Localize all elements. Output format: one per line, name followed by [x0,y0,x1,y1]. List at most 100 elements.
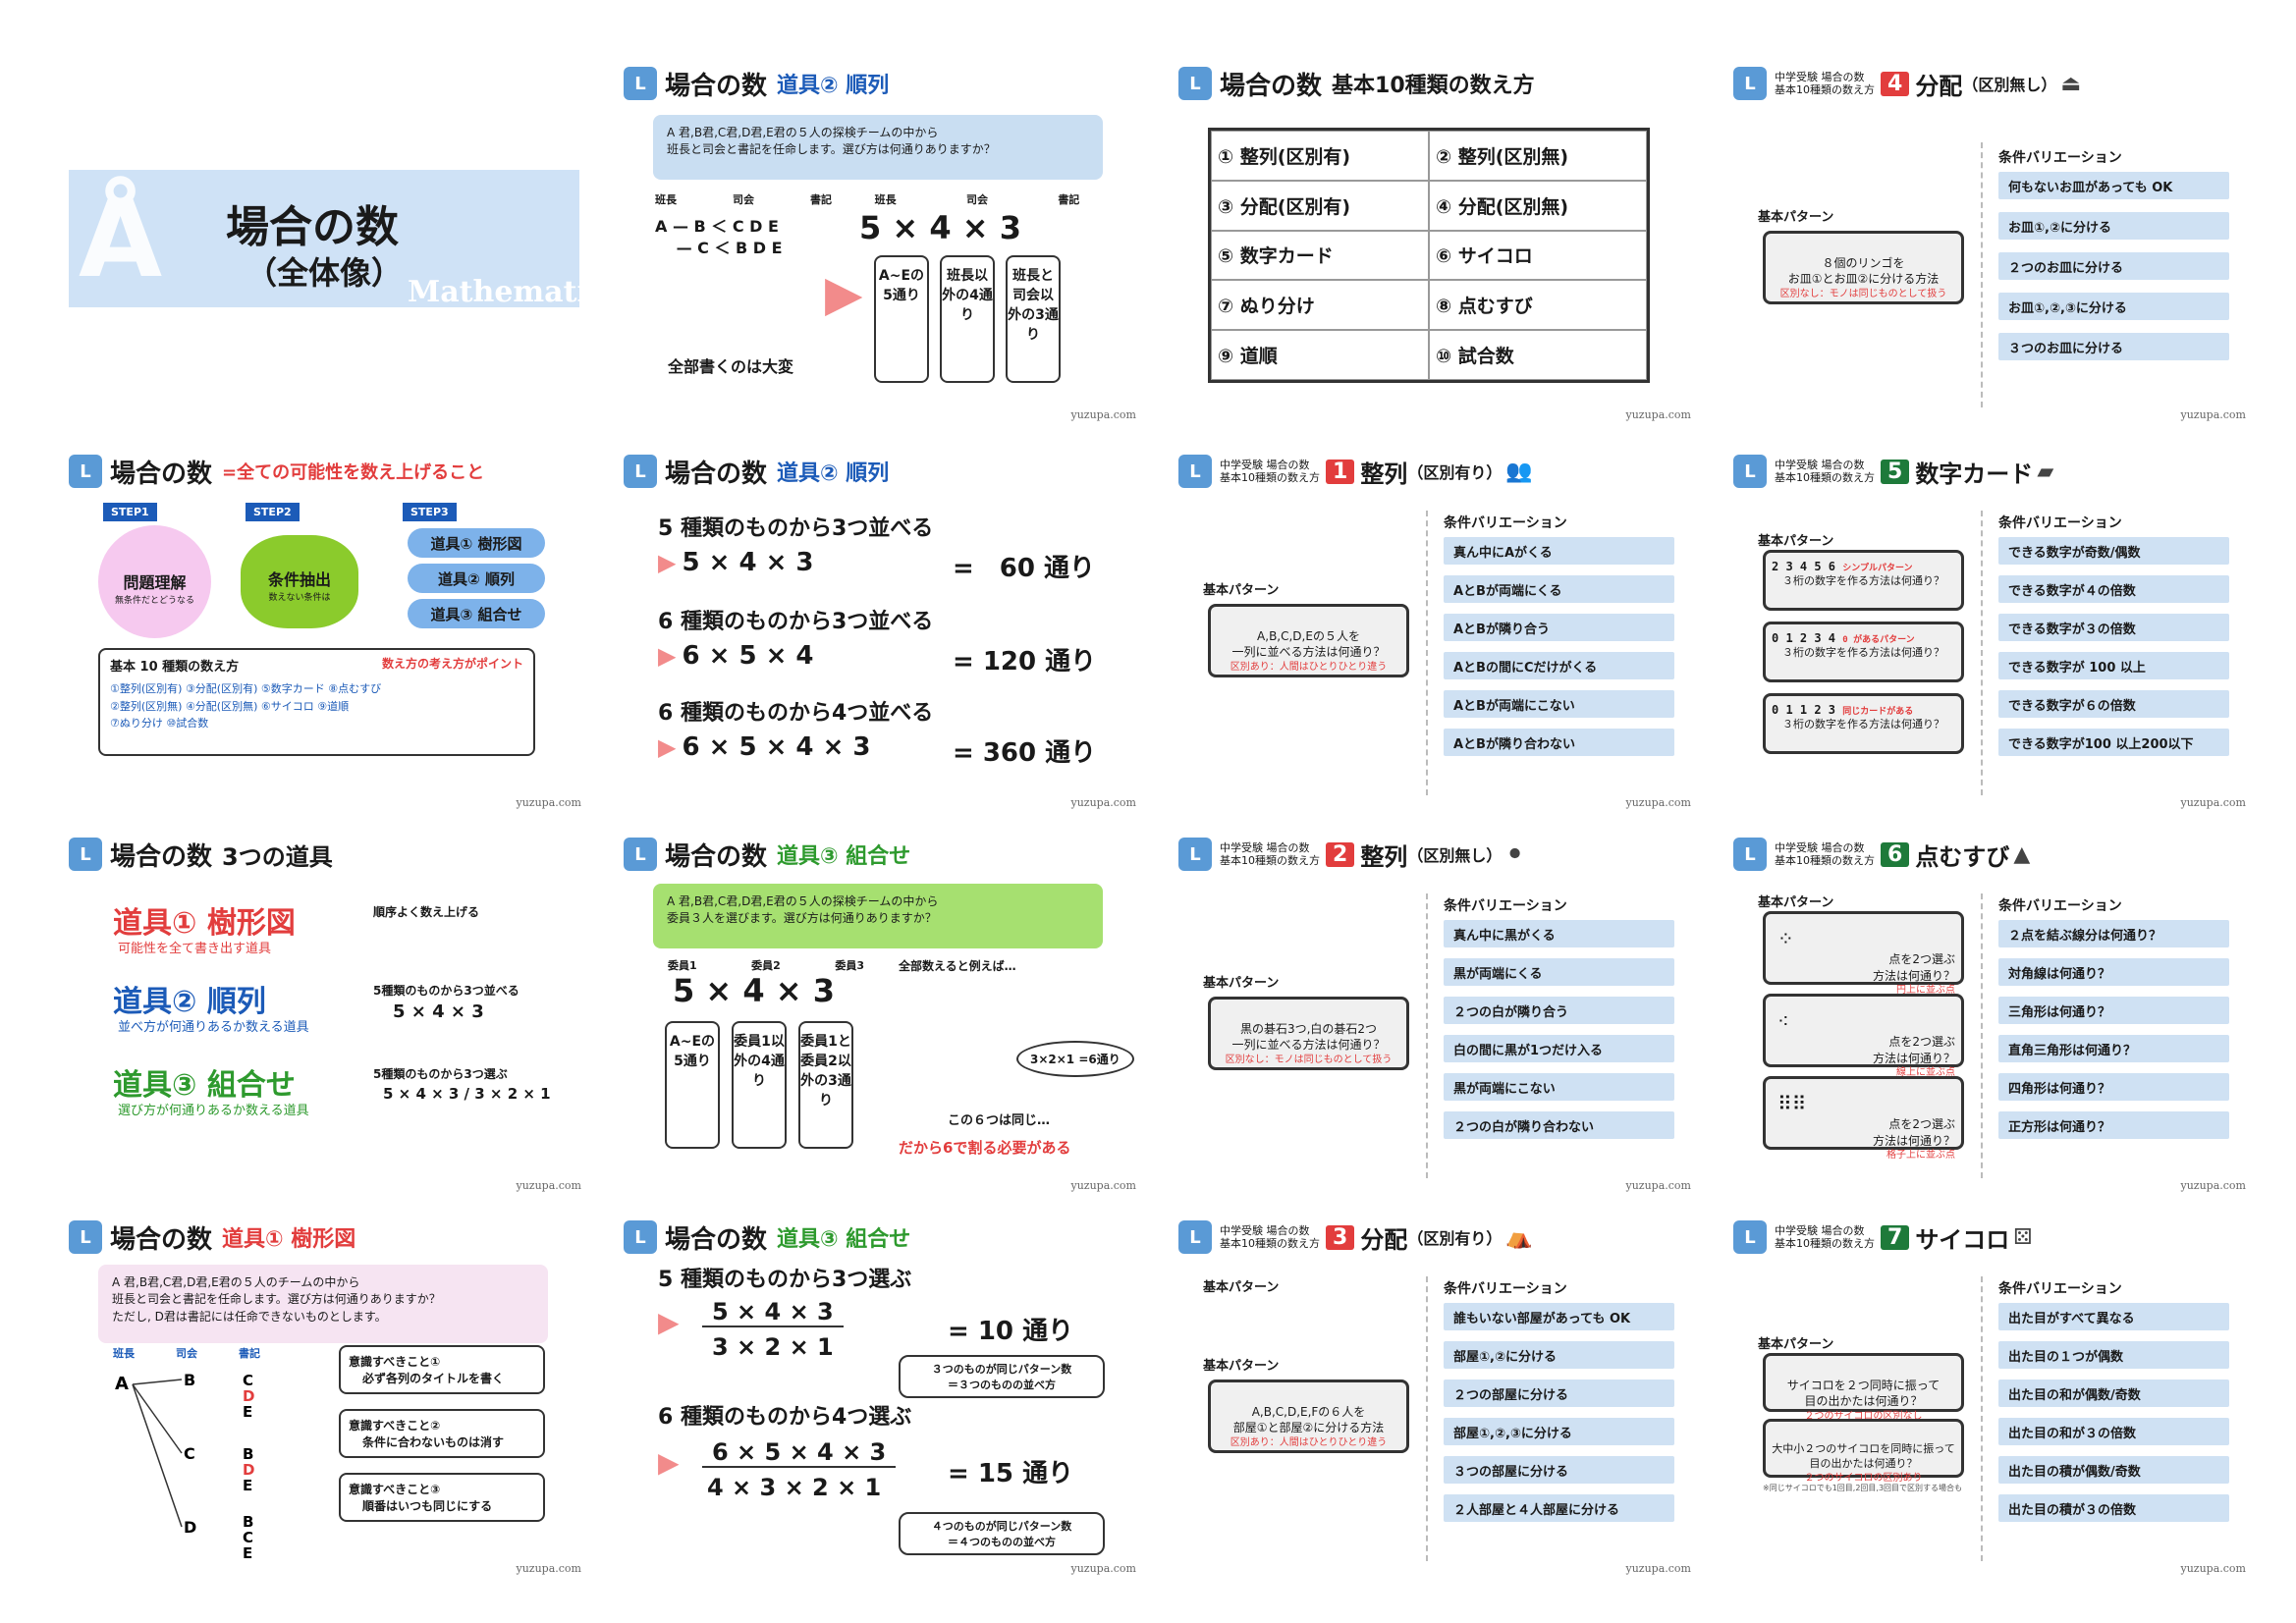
svg-text:E: E [243,1477,252,1494]
dice-icon: ⚄ [2013,1224,2033,1250]
svg-text:C: C [243,1529,253,1546]
type-topic: 分配 [1360,1225,1408,1254]
variation-item: AとBの間にCだけがくる [1444,652,1674,679]
slide-type-6: L 中学受験 場合の数 基本10種類の数え方 6 点むすび ▲ 基本パターン ⁘… [1723,825,2254,1198]
slide-title: 場合の数 [1220,71,1323,101]
slide-three-tools: L 場合の数 3つの道具 道具① 樹形図 可能性を全て書き出す道具 順序よく数え… [59,825,589,1198]
svg-text:C: C [243,1372,253,1389]
type-bracket: （区別有り） [1407,1229,1503,1248]
slide-header: L 場合の数 道具② 順列 [624,64,889,103]
comb-question: 6 種類のものから4つ選ぶ [658,1405,912,1430]
logo-icon: L [69,455,102,488]
slide-header: L 中学受験 場合の数 基本10種類の数え方 1 整列 （区別有り） 👥 [1178,452,1533,491]
tool-3-example: 5種類のものから3つ選ぶ [373,1067,508,1081]
divider [1981,893,1985,1178]
type-number-badge: 1 [1326,459,1355,484]
card-icon: ▰ [2037,459,2054,484]
grid-dots-icon: ⠿⠿ [1777,1092,1807,1115]
slide-tree-diagram: L 場合の数 道具① 樹形図 A 君,B君,C君,D君,E君の５人のチームの中か… [59,1208,589,1581]
type-cell: ② 整列(区別無) [1429,131,1647,181]
slide-title: 場合の数 [665,841,768,872]
slide-overview: L 場合の数 =全ての可能性を数え上げること STEP1 STEP2 STEP3… [59,442,589,815]
credit: yuzupa.com [1070,408,1137,421]
variation-item: 部屋①,②,③に分ける [1444,1418,1674,1445]
variation-item: 真ん中にAがくる [1444,537,1674,565]
slide-subtitle: 道具② 順列 [777,461,890,486]
step-label: STEP3 [403,503,457,521]
logo-icon: L [69,838,102,871]
variation-item: ２つの部屋に分ける [1444,1380,1674,1407]
conclusion: だから6で割る必要がある [899,1139,1071,1157]
comb-answer: = 10 通り [948,1317,1074,1346]
step-label: STEP2 [246,503,300,521]
slide-type-7: L 中学受験 場合の数 基本10種類の数え方 7 サイコロ ⚄ 基本パターン サ… [1723,1208,2254,1581]
speech-bubble: 3×2×1 =6通り [1016,1041,1134,1077]
slide-subtitle: 道具② 順列 [777,74,890,98]
type-topic: 点むすび [1915,842,2010,871]
slide-header: L 場合の数 道具① 樹形図 [69,1217,355,1257]
box-choice-1: A~Eの5通り [665,1021,720,1149]
type-topic: 整列 [1360,842,1408,871]
type-number-badge: 4 [1881,71,1910,96]
pattern-label: 基本パターン [1203,583,1280,598]
note-box: 意識すべきこと① 必ず各列のタイトルを書く [339,1345,545,1394]
slide-mini-title: 中学受験 場合の数 基本10種類の数え方 [1220,1223,1320,1250]
types-grid: ① 整列(区別有) ② 整列(区別無) ③ 分配(区別有) ④ 分配(区別無) … [1208,128,1650,383]
slide-header: L 場合の数 道具③ 組合せ [624,835,910,874]
logo-icon: L [1733,67,1767,100]
comb-numerator: 6 × 5 × 4 × 3 [702,1438,897,1468]
variation-item: 四角形は何通り？ [1998,1073,2229,1101]
tool-2-example: 5種類のものから3つ並べる [373,984,519,998]
circle-dots-icon: ⁘ [1777,927,1796,950]
credit: yuzupa.com [1070,1179,1137,1192]
variation-item: できる数字が３の倍数 [1998,614,2229,641]
tree-diagram: A — B ＜ C D E — C ＜ B D E [655,217,783,258]
slide-mini-title: 中学受験 場合の数 基本10種類の数え方 [1220,458,1320,484]
slide-combination-examples: L 場合の数 道具③ 組合せ 5 種類のものから3つ選ぶ ▶ 5 × 4 × 3… [614,1208,1144,1581]
slide-permutation-examples: L 場合の数 道具② 順列 5 種類のものから3つ並べる ▶5 × 4 × 3 … [614,442,1144,815]
variation-item: 対角線は何通り？ [1998,958,2229,986]
type-number-badge: 6 [1881,841,1910,867]
slide-title: 場合の数 [665,1224,768,1255]
box-choice-3: 委員1と委員2以外の3通り [798,1021,853,1149]
perm-question: 6 種類のものから4つ並べる [658,701,934,726]
slide-type-4: L 中学受験 場合の数 基本10種類の数え方 4 分配 （区別無し） ⏏ 基本パ… [1723,54,2254,427]
slide-subtitle: 道具① 樹形図 [222,1227,356,1252]
arrow-icon: ▶ [825,265,863,322]
pattern-label: 基本パターン [1758,210,1834,225]
variation-item: ２つの白が隣り合わない [1444,1111,1674,1139]
cover-watermark: Mathematics [408,275,579,309]
variation-item: 黒が両端にこない [1444,1073,1674,1101]
variation-item: できる数字が４の倍数 [1998,575,2229,603]
pattern-box: ８個のリンゴを お皿①とお皿②に分ける方法 区別なし：モノは同じものとして扱う [1763,231,1964,304]
arrow-icon: ▶ [658,1306,680,1338]
divider [1981,142,1985,407]
dot-pattern: ⁘ 点を2つ選ぶ 方法は何通り？ 円上に並ぶ点 [1763,911,1964,996]
tool-3-desc: 選び方が何通りあるか数える道具 [118,1104,309,1118]
variation-label: 条件バリエーション [1998,150,2122,166]
comb-denominator: 3 × 2 × 1 [712,1333,834,1361]
pattern-label: 基本パターン [1758,1337,1834,1352]
equation: 5 × 4 × 3 [859,209,1021,246]
variation-item: 部屋①,②に分ける [1444,1341,1674,1369]
variation-item: 誰もいない部屋があっても OK [1444,1303,1674,1330]
perm-answer: = 120 通り [953,647,1097,676]
perm-equation: ▶6 × 5 × 4 [658,641,814,671]
variation-item: 三角形は何通り？ [1998,997,2229,1024]
variation-item: AとBが両端にくる [1444,575,1674,603]
slide-cover: Å 場合の数 （全体像） Mathematics [59,54,589,427]
slide-header: L 中学受験 場合の数 基本10種類の数え方 7 サイコロ ⚄ [1733,1217,2032,1257]
variation-item: お皿①,②に分ける [1998,212,2229,240]
eq-headers: 班長司会書記 [874,193,1080,206]
credit: yuzupa.com [1625,408,1692,421]
svg-text:D: D [184,1518,196,1537]
tool-1-example: 順序よく数え上げる [373,905,480,919]
variation-item: 真ん中に黒がくる [1444,920,1674,947]
variation-label: 条件バリエーション [1444,515,1567,531]
credit: yuzupa.com [2180,1179,2247,1192]
people-icon: 👥 [1505,459,1533,484]
variation-item: お皿①,②,③に分ける [1998,293,2229,320]
logo-icon: L [1178,455,1212,488]
ten-types-box: 基本 10 種類の数え方 数え方の考え方がポイント ①整列(区別有) ③分配(区… [98,648,535,756]
